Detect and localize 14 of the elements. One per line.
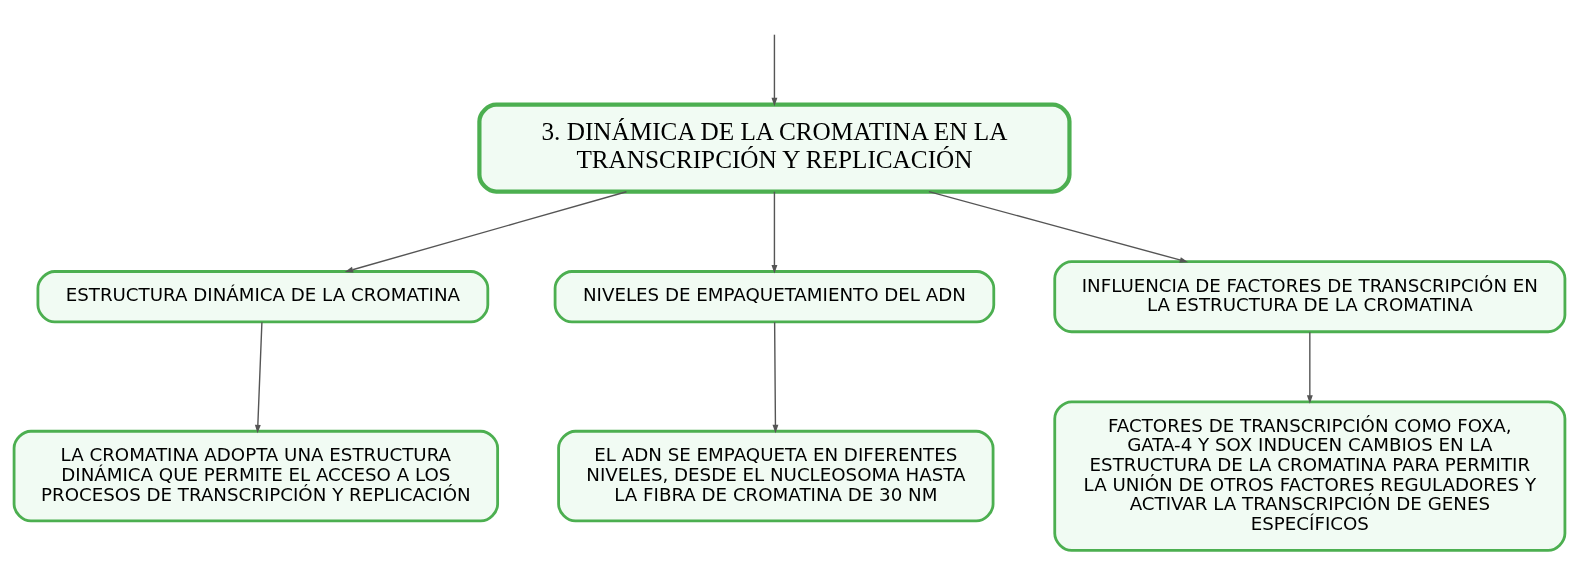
arrow [1306, 331, 1313, 404]
node-box: 3. DINÁMICA DE LA CROMATINA EN LA TRANSCRIPCIÓN Y REPLICACIÓN [477, 102, 1072, 194]
arrow [928, 190, 1189, 263]
arrow [254, 321, 263, 434]
node-box: LA CROMATINA ADOPTA UNA ESTRUCTURA DINÁMICA QUE PERMITE EL ACCESO A LOS PROCESOS DE TRANSCRIPCIÓN Y REPLICACIÓN [12, 429, 499, 523]
node-box: FACTORES DE TRANSCRIPCIÓN COMO FOXA, GATA-4 Y SOX INDUCEN CAMBIOS EN LA ESTRUCTURA DE LA CROMATINA PARA PERMITIR LA UNIÓN DE OTROS FACTORES REGULADORES Y ACTIVAR LA TRANSCRIPCIÓN DE GENES ESPECÍFICOS [1053, 400, 1567, 552]
arrow [771, 191, 778, 274]
node-box: NIVELES DE EMPAQUETAMIENTO DEL ADN [553, 270, 996, 324]
arrow [771, 34, 778, 107]
arrow [772, 321, 779, 434]
arrow [344, 191, 628, 273]
node-box: EL ADN SE EMPAQUETA EN DIFERENTES NIVELES, DESDE EL NUCLEOSOMA HASTA LA FIBRA DE CROMATINA DE 30 NM [557, 429, 995, 523]
node-box: INFLUENCIA DE FACTORES DE TRANSCRIPCIÓN EN LA ESTRUCTURA DE LA CROMATINA [1053, 260, 1567, 334]
node-box: ESTRUCTURA DINÁMICA DE LA CROMATINA [36, 270, 490, 324]
